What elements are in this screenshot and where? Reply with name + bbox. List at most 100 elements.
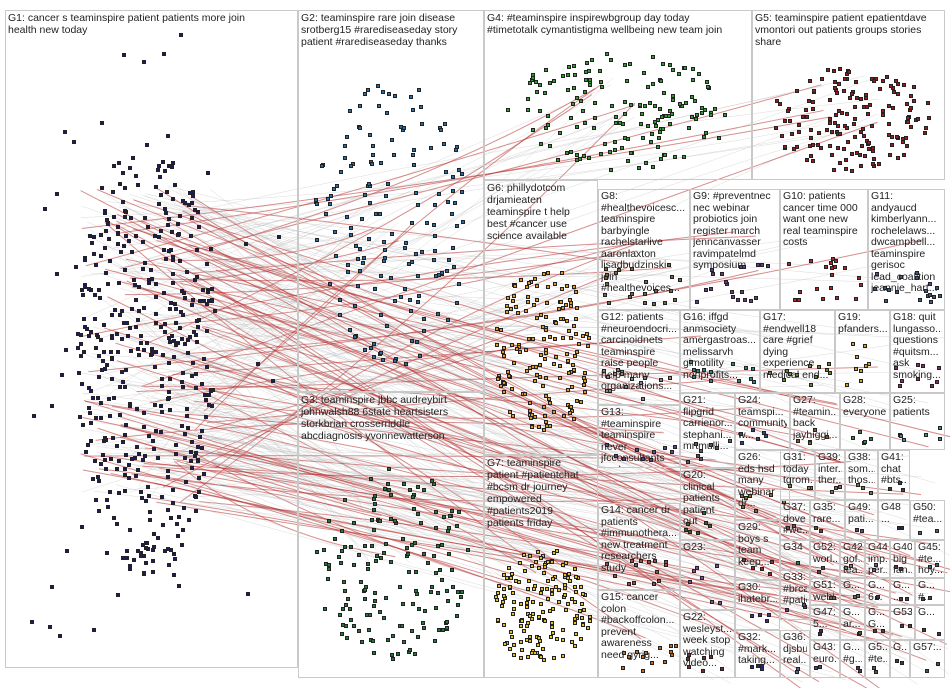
graph-node xyxy=(122,53,126,57)
graph-node xyxy=(561,563,565,567)
graph-node xyxy=(582,383,586,387)
graph-node xyxy=(203,393,207,397)
graph-node xyxy=(569,405,573,409)
graph-node xyxy=(440,543,444,547)
graph-node xyxy=(414,191,418,195)
graph-node xyxy=(145,341,149,345)
graph-node xyxy=(603,293,607,297)
graph-node xyxy=(617,268,621,272)
graph-node xyxy=(442,515,446,519)
graph-node xyxy=(808,364,812,368)
graph-node xyxy=(381,358,385,362)
graph-node xyxy=(171,258,175,262)
group-cell-g49: G49: pati... xyxy=(845,500,878,540)
graph-node xyxy=(847,70,851,74)
graph-node xyxy=(403,287,407,291)
graph-node xyxy=(135,407,139,411)
graph-node xyxy=(912,99,916,103)
graph-node xyxy=(407,570,411,574)
graph-node xyxy=(749,377,753,381)
graph-node xyxy=(174,443,178,447)
graph-node xyxy=(506,108,510,112)
graph-node xyxy=(404,241,408,245)
graph-node xyxy=(190,466,194,470)
graph-node xyxy=(643,301,647,305)
graph-node xyxy=(850,92,854,96)
graph-node xyxy=(116,350,120,354)
graph-node xyxy=(692,375,696,379)
graph-node xyxy=(393,519,397,523)
group-label: G... G... xyxy=(868,607,887,630)
graph-node xyxy=(97,479,101,483)
graph-node xyxy=(109,350,113,354)
graph-node xyxy=(533,277,537,281)
graph-node xyxy=(190,374,194,378)
graph-node xyxy=(104,467,108,471)
graph-node xyxy=(543,414,547,418)
graph-node xyxy=(531,76,535,80)
graph-node xyxy=(558,364,562,368)
graph-node xyxy=(874,563,878,567)
graph-node xyxy=(146,485,150,489)
graph-node xyxy=(686,522,690,526)
graph-node xyxy=(545,301,549,305)
graph-node xyxy=(795,670,799,674)
graph-node xyxy=(92,235,96,239)
graph-node xyxy=(369,477,373,481)
graph-node xyxy=(818,632,822,636)
graph-node xyxy=(548,144,552,148)
graph-node xyxy=(758,613,762,617)
graph-node xyxy=(717,136,721,140)
graph-node xyxy=(333,537,337,541)
graph-node xyxy=(541,610,545,614)
graph-node xyxy=(367,628,371,632)
graph-node xyxy=(189,459,193,463)
graph-node xyxy=(543,91,547,95)
graph-node xyxy=(872,568,876,572)
graph-node xyxy=(670,653,674,657)
graph-node xyxy=(671,68,675,72)
graph-node xyxy=(782,378,786,382)
graph-node xyxy=(340,632,344,636)
graph-node xyxy=(370,544,374,548)
graph-node xyxy=(136,183,140,187)
graph-node xyxy=(552,656,556,660)
graph-node xyxy=(668,122,672,126)
graph-node xyxy=(690,95,694,99)
graph-node xyxy=(128,326,132,330)
graph-node xyxy=(820,77,824,81)
graph-node xyxy=(526,655,530,659)
graph-node xyxy=(702,368,706,372)
graph-node xyxy=(320,164,324,168)
graph-node xyxy=(608,389,612,393)
graph-node xyxy=(501,350,505,354)
graph-node xyxy=(581,109,585,113)
graph-node xyxy=(153,234,157,238)
graph-node xyxy=(536,643,540,647)
graph-node xyxy=(378,212,382,216)
graph-node xyxy=(410,221,414,225)
graph-node xyxy=(768,371,772,375)
graph-node xyxy=(533,584,537,588)
graph-node xyxy=(623,100,627,104)
graph-node xyxy=(656,145,660,149)
graph-node xyxy=(854,367,858,371)
graph-node xyxy=(97,375,101,379)
graph-node xyxy=(30,620,34,624)
graph-node xyxy=(74,265,78,269)
group-label: G42: gof... tea... xyxy=(843,542,862,577)
graph-node xyxy=(867,362,871,366)
graph-node xyxy=(97,509,101,513)
graph-node xyxy=(97,288,101,292)
graph-node xyxy=(356,284,360,288)
graph-node xyxy=(117,161,121,165)
group-label: G34 xyxy=(783,542,807,554)
graph-node xyxy=(539,313,543,317)
graph-node xyxy=(151,570,155,574)
graph-node xyxy=(588,615,592,619)
graph-node xyxy=(554,321,558,325)
graph-node xyxy=(103,211,107,215)
graph-node xyxy=(91,396,95,400)
graph-node xyxy=(544,420,548,424)
graph-node xyxy=(385,111,389,115)
